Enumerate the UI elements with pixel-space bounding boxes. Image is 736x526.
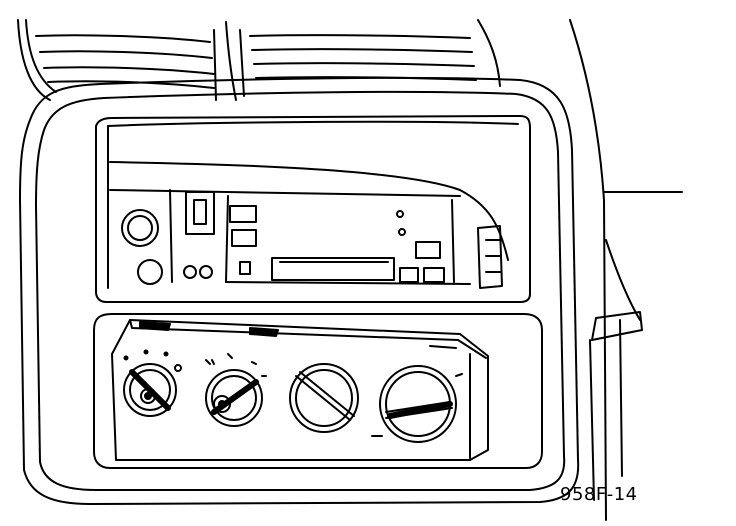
side-trim bbox=[570, 20, 682, 520]
cassette-slot bbox=[272, 258, 394, 280]
air-recirculation-knob-icon bbox=[372, 366, 462, 442]
tuning-knob-icon bbox=[138, 260, 162, 284]
figure-label: 958F-14 bbox=[560, 484, 638, 505]
mode-selector-knob-icon bbox=[206, 354, 266, 426]
upper-dash-vents bbox=[18, 20, 500, 100]
temperature-knob-icon bbox=[290, 364, 358, 432]
center-bezel bbox=[20, 78, 578, 504]
fan-speed-knob-icon bbox=[124, 351, 181, 417]
radio-opening bbox=[96, 116, 530, 302]
volume-knob-icon bbox=[122, 210, 158, 246]
right-vent-icon bbox=[240, 20, 500, 96]
eject-button bbox=[186, 192, 214, 234]
heater-control-opening bbox=[94, 314, 542, 468]
radio-unit bbox=[110, 162, 508, 288]
left-vent-icon bbox=[36, 22, 236, 100]
heater-control-panel bbox=[112, 320, 488, 460]
